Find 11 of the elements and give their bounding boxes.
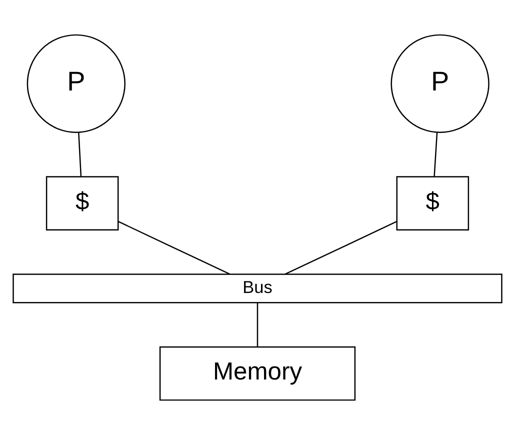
connector: [118, 220, 230, 275]
node-box: $: [46, 176, 119, 230]
connector: [78, 132, 82, 177]
connector: [256, 302, 258, 347]
node-circle: P: [390, 34, 490, 133]
node-box: Bus: [12, 274, 502, 304]
node-box: Memory: [159, 346, 356, 401]
connector: [285, 220, 398, 275]
connector: [434, 132, 438, 177]
node-circle: P: [26, 34, 126, 133]
node-box: $: [396, 176, 470, 230]
